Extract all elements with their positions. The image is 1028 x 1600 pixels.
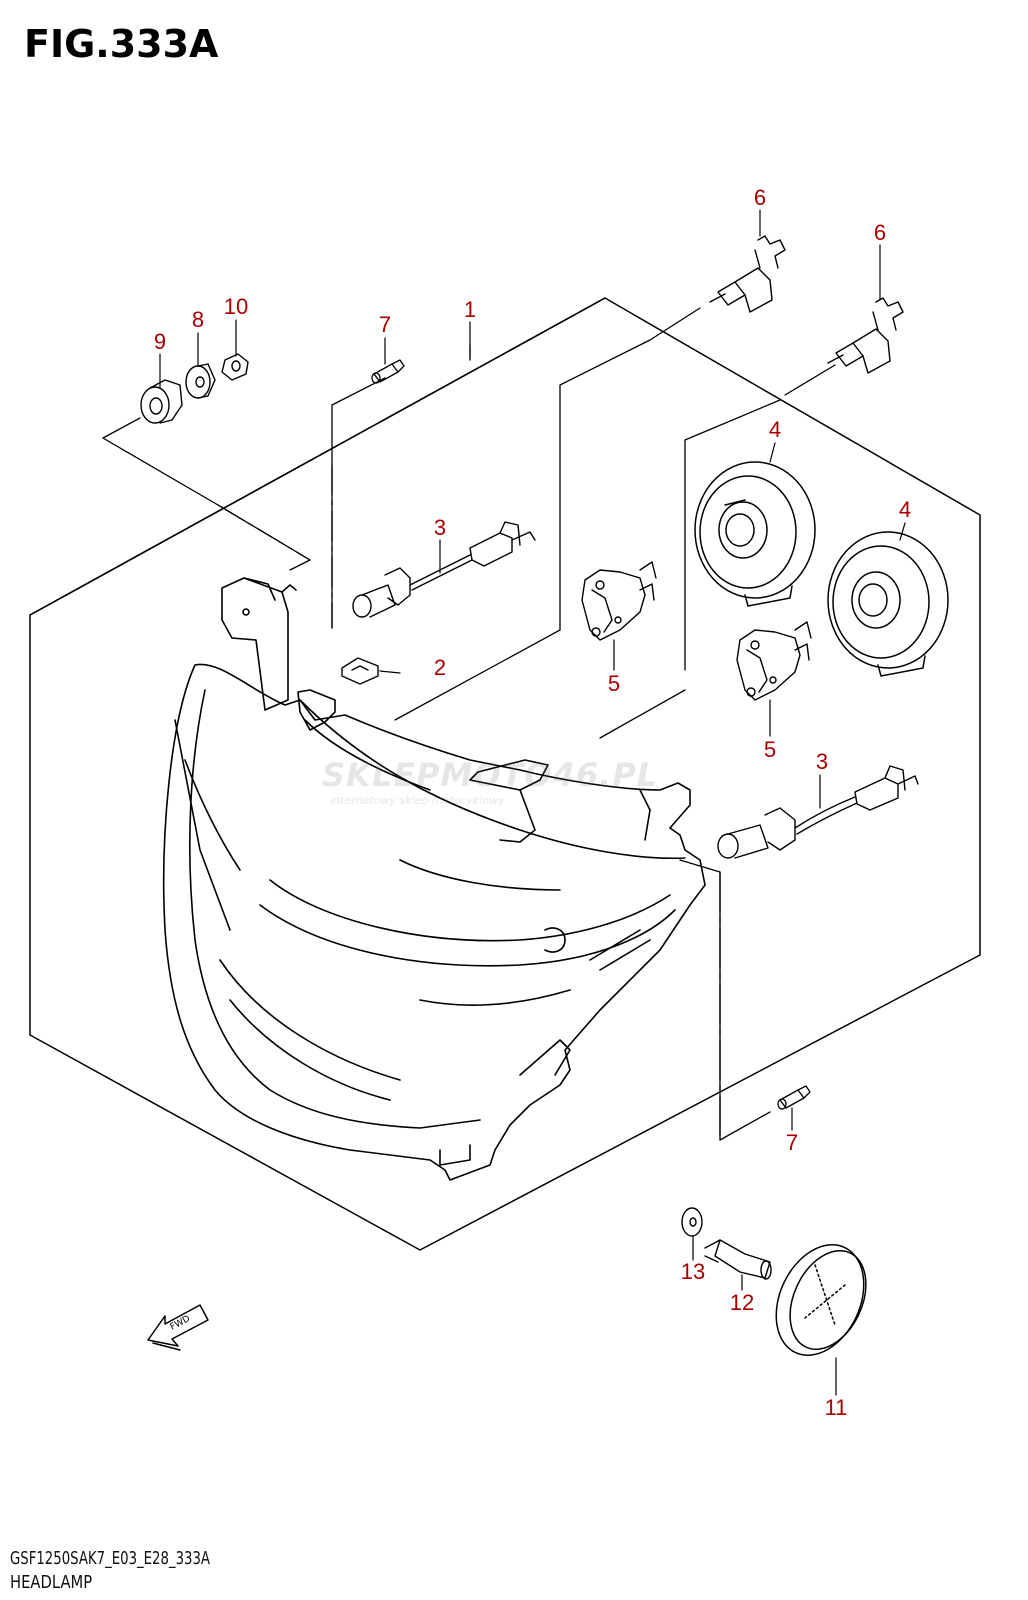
callout-13: 13 (680, 1259, 706, 1284)
fwd-arrow-icon: FWD (147, 1304, 209, 1351)
callout-4-lower: 4 (898, 497, 912, 522)
callout-9: 9 (153, 329, 167, 354)
grouping-lines (102, 307, 836, 1141)
headlamp-housing (162, 577, 706, 1181)
callout-7-upper: 7 (378, 312, 392, 337)
callout-4-upper: 4 (768, 417, 782, 442)
callout-1: 1 (463, 297, 477, 322)
washer-part-13 (681, 1207, 703, 1237)
callout-12: 12 (729, 1290, 755, 1315)
bulb-harness-upper (352, 521, 536, 618)
callout-11: 11 (824, 1395, 848, 1420)
callout-3-upper: 3 (433, 515, 447, 540)
bulb-part-6-lower (827, 297, 904, 374)
callout-5-lower: 5 (763, 737, 777, 762)
grommet-part-9 (140, 379, 183, 424)
small-bulb-part-7-lower (777, 1085, 811, 1110)
nut-part-10 (221, 353, 249, 381)
callout-6-lower: 6 (873, 220, 887, 245)
callout-3-lower: 3 (815, 749, 829, 774)
figure-title: FIG.333A (24, 22, 219, 66)
callout-10: 10 (223, 294, 249, 319)
reflector-part-4-upper (694, 461, 816, 607)
callout-2: 2 (433, 655, 447, 680)
figure-code: GSF1250SAK7_E03_E28_333A (10, 1548, 210, 1569)
figure-name: HEADLAMP (10, 1572, 93, 1593)
socket-part-5-upper (581, 561, 657, 641)
cap-part-11 (775, 1244, 867, 1356)
callout-6-upper: 6 (753, 185, 767, 210)
callout-8: 8 (191, 307, 205, 332)
screw-part-12 (704, 1239, 772, 1280)
socket-part-5-lower (736, 621, 812, 701)
small-bulb-part-7-upper (371, 359, 405, 384)
assembly-outline (29, 297, 981, 1251)
bulb-harness-lower (717, 765, 919, 859)
bulb-part-6-upper (709, 235, 786, 313)
callout-5-upper: 5 (607, 671, 621, 696)
reflector-part-4-lower (827, 531, 949, 677)
washer-part-8 (185, 363, 216, 399)
leader-lines (159, 209, 906, 1396)
clip-part-2 (341, 657, 379, 685)
callout-7-lower: 7 (785, 1130, 799, 1155)
